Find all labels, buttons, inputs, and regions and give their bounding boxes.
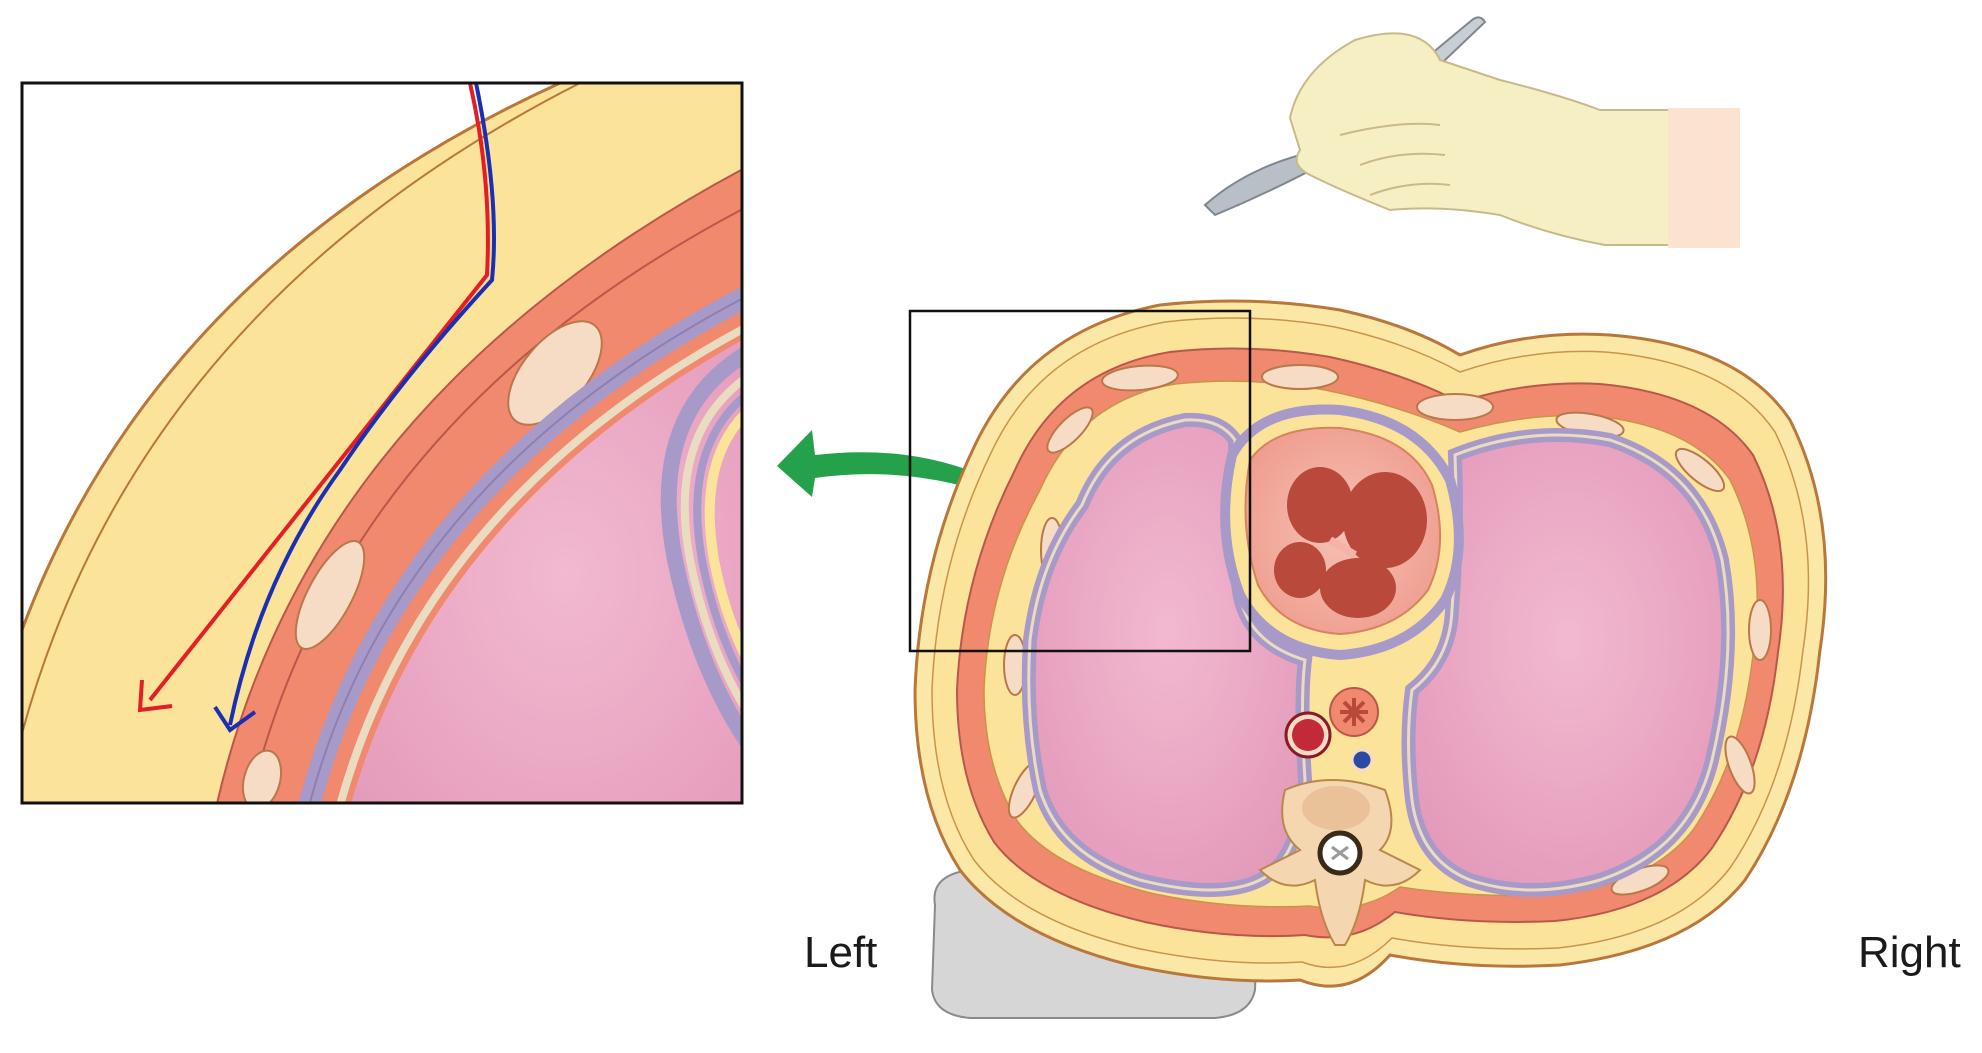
red-arrowhead [137, 679, 173, 713]
gloved-hand-with-scalpel-icon [1203, 16, 1740, 248]
red-path [148, 83, 490, 702]
heart [1220, 404, 1464, 661]
zoom-region-box [908, 309, 1252, 653]
blue-arrowhead [213, 705, 257, 733]
thorax-cross-section [913, 299, 1828, 1019]
incision-paths [137, 83, 496, 733]
inset-frame [20, 81, 744, 805]
zoom-inset [22, 83, 742, 803]
green-curved-arrow-icon [777, 430, 1062, 525]
right-side-label: Right [1858, 928, 1961, 977]
vertebra [1258, 779, 1422, 946]
vein [1350, 748, 1374, 772]
blue-path [228, 83, 496, 726]
right-lung [1401, 428, 1736, 897]
inset-ribs [241, 320, 603, 803]
left-side-label: Left [804, 928, 878, 977]
mediastinum-vessels [1284, 687, 1379, 772]
